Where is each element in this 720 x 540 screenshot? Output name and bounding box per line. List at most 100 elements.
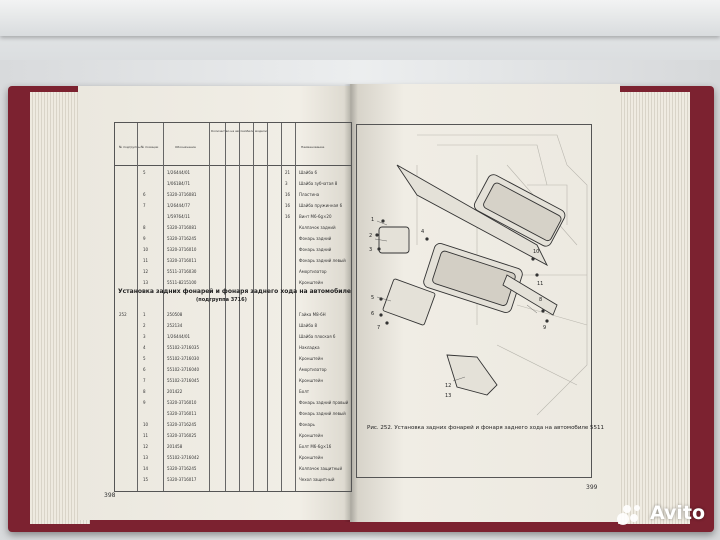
cell-name: Болт <box>299 389 310 394</box>
cell-name: Фонарь задний левый <box>299 258 346 263</box>
cell-v: 55102-3716035 <box>167 345 199 350</box>
callout-3: 3 <box>369 247 372 253</box>
header-name: Наименование <box>301 145 325 149</box>
cell-d: 10 <box>143 422 149 427</box>
cell-v: 1/26444/01 <box>167 170 191 175</box>
section-title: Установка задних фонарей и фонаря заднег… <box>118 288 351 295</box>
cell-name: Болт М6-6g×16 <box>299 444 332 449</box>
cell-d: 8 <box>143 225 146 230</box>
cell-d: 7 <box>143 203 146 208</box>
header-position: № позиции <box>141 145 159 149</box>
callout-12: 12 <box>445 383 451 389</box>
cell-name: Шайба зубчатая 8 <box>299 181 338 186</box>
bracket-rail <box>396 164 549 267</box>
cell-d: 9 <box>143 400 146 405</box>
cell-q: 16 <box>285 214 291 219</box>
callout-13: 13 <box>445 393 451 399</box>
cell-name: Амортизатор <box>299 367 327 372</box>
cell-d: 8 <box>143 389 146 394</box>
cell-v: 55102-3716040 <box>167 367 199 372</box>
cell-v: 5320-3716081 <box>167 192 197 197</box>
cell-v: 5320-3716010 <box>167 247 197 252</box>
cell-d: 5 <box>143 170 146 175</box>
col-divider <box>281 123 282 491</box>
cell-d: 3 <box>143 334 146 339</box>
cell-v: 5320-3716025 <box>167 433 197 438</box>
figure-caption: Рис. 252. Установка задних фонарей и фон… <box>367 425 605 431</box>
cell-name: Фонарь задний <box>299 247 332 252</box>
cell-name: Колпачок защитный <box>299 466 343 471</box>
cell-d: 13 <box>143 455 149 460</box>
cell-name: Фонарь задний <box>299 236 332 241</box>
cell-name: Винт М6-6g×20 <box>299 214 332 219</box>
cell-v: 5320-3716245 <box>167 422 197 427</box>
cell-n: 252 <box>119 312 127 317</box>
col-divider <box>209 123 210 491</box>
figure-frame: 1 2 3 4 5 6 7 8 9 10 11 12 13 Рис. 252. … <box>356 124 604 478</box>
cell-v: 201458 <box>167 444 183 449</box>
cell-v: 5320-3716081 <box>167 225 197 230</box>
cell-name: Шайба пружинная 6 <box>299 203 343 208</box>
callout-10: 10 <box>533 249 539 255</box>
callout-2: 2 <box>369 233 372 239</box>
cell-v: 5320-3716245 <box>167 466 197 471</box>
cell-v: 55102-3716030 <box>167 356 199 361</box>
cell-d: 12 <box>143 444 149 449</box>
cell-v: 1/59764/11 <box>167 214 191 219</box>
col-divider <box>295 123 296 491</box>
callout-11: 11 <box>537 281 543 287</box>
cell-d: 14 <box>143 466 149 471</box>
table-row: 8 201422 Болт <box>115 386 351 397</box>
table-row: 1/59764/11 16 Винт М6-6g×20 <box>115 211 351 222</box>
cell-v: 55102-3716045 <box>167 378 199 383</box>
cell-v: 5320-3716017 <box>167 477 197 482</box>
cell-name: Кронштейн <box>299 378 324 383</box>
cell-name: Фонарь задний левый <box>299 411 346 416</box>
cell-d: 6 <box>143 367 146 372</box>
col-divider <box>163 123 164 491</box>
header-subgroup: № подгруппы <box>119 145 141 149</box>
col-divider <box>239 123 240 491</box>
reverse-lamp <box>378 226 410 254</box>
page-edges-right <box>618 92 690 524</box>
table-row: 7 55102-3716045 Кронштейн <box>115 375 351 386</box>
table-row: 6 55102-3716040 Амортизатор <box>115 364 351 375</box>
cell-name: Фонарь задний правый <box>299 400 349 405</box>
cell-v: 5320-3716245 <box>167 236 197 241</box>
cell-d: 7 <box>143 378 146 383</box>
cell-name: Шайба плоская 6 <box>299 334 336 339</box>
avito-logo-icon <box>617 505 640 525</box>
callout-4: 4 <box>421 229 424 235</box>
col-divider <box>225 123 226 491</box>
cell-v: 1/06184/71 <box>167 181 191 186</box>
table-header: № подгруппы № позиции Обозначение Количе… <box>115 123 351 166</box>
fasteners <box>375 219 549 325</box>
cell-v: 201422 <box>167 389 183 394</box>
table-row: 3 1/26444/01 Шайба плоская 6 <box>115 331 351 342</box>
col-divider <box>267 123 268 491</box>
background-vehicle-outline <box>416 134 588 416</box>
cell-d: 15 <box>143 477 149 482</box>
cell-name: Амортизатор <box>299 269 327 274</box>
cell-name: Кронштейн <box>299 280 324 285</box>
cell-d: 1 <box>143 312 146 317</box>
cell-d: 11 <box>143 433 149 438</box>
table-row: 10 5320-3716010 Фонарь задний <box>115 244 351 255</box>
cell-d: 13 <box>143 280 149 285</box>
cell-d: 10 <box>143 247 149 252</box>
avito-wordmark: Avito <box>650 502 706 524</box>
cell-v: 1/26444/01 <box>167 334 191 339</box>
cell-v: 250508 <box>167 312 183 317</box>
cell-name: Колпачок задний <box>299 225 336 230</box>
callout-6: 6 <box>371 311 374 317</box>
avito-watermark: Avito <box>614 502 714 528</box>
table-row: 8 5320-3716081 Колпачок задний <box>115 222 351 233</box>
